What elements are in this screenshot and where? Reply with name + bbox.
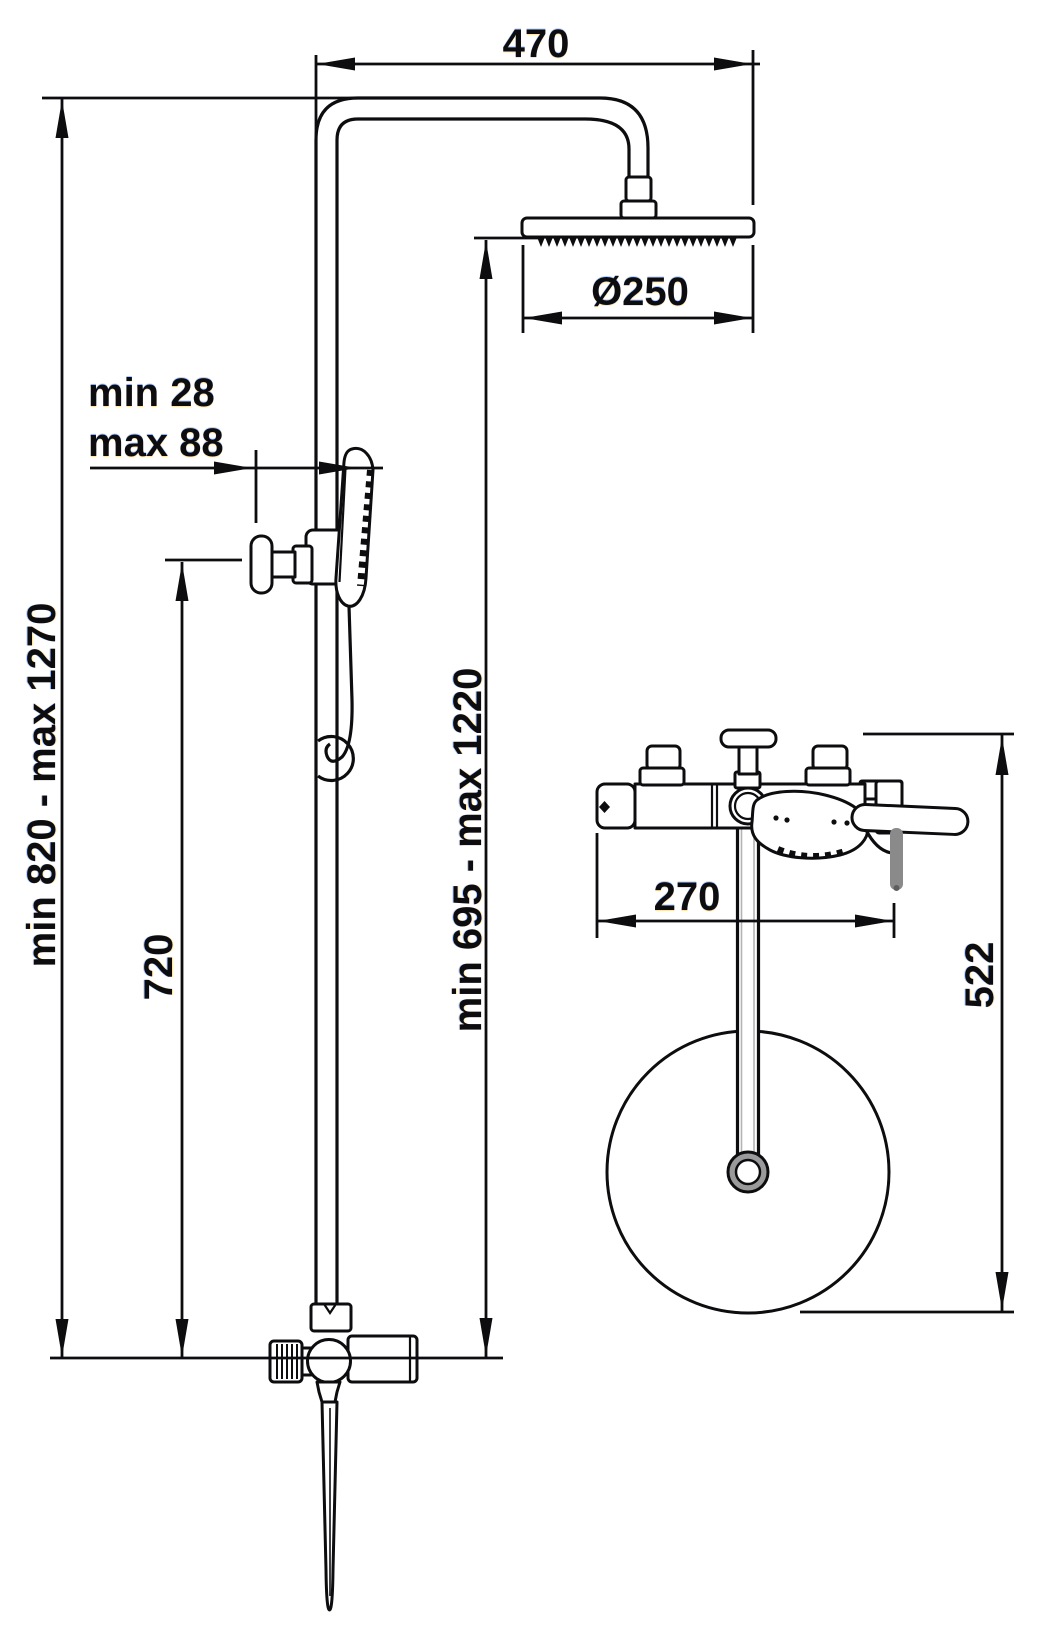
dimension-270: 270 xyxy=(595,833,896,938)
diverter-t-handle xyxy=(719,728,778,749)
arrowhead-left xyxy=(598,914,636,928)
cap-marker-diamond xyxy=(599,801,610,813)
arrowhead-down xyxy=(995,1272,1009,1310)
head-centre-connector xyxy=(726,1150,770,1194)
holder-curve xyxy=(864,829,893,855)
dimension-522: 522 xyxy=(800,732,1014,1314)
plan-view: 270 522 xyxy=(595,728,1014,1315)
hand-shower-handle-hose xyxy=(324,605,354,763)
dimension-720: 720 xyxy=(137,558,242,1358)
arrowhead-right xyxy=(214,461,252,475)
dim-label-720: 720 xyxy=(137,934,181,1001)
connector-inner xyxy=(734,1158,762,1186)
hand-shower-inner-line xyxy=(338,467,347,583)
arrowhead-left xyxy=(317,57,355,71)
head-nozzle-serration xyxy=(537,237,737,247)
arrowhead-left xyxy=(524,311,562,325)
hose-tip xyxy=(893,885,900,891)
arrowhead-down xyxy=(479,1318,493,1356)
slider-holder xyxy=(249,528,351,595)
hand-shower-hose-stub xyxy=(890,828,903,890)
arrowhead-down xyxy=(175,1319,189,1357)
arrowhead-down xyxy=(55,1319,69,1357)
hand-shower-serration-plan xyxy=(776,846,846,860)
dim-label-522: 522 xyxy=(958,942,1002,1009)
dim-label-470: 470 xyxy=(503,22,570,66)
right-union-collar xyxy=(804,766,852,787)
arrowhead-right xyxy=(855,914,893,928)
arrowhead-right xyxy=(319,461,357,475)
dim-label-270: 270 xyxy=(654,875,721,919)
mixer-front xyxy=(268,1302,419,1612)
arrowhead-right xyxy=(714,311,752,325)
clamp-arc xyxy=(317,734,355,783)
mixer-lower-collar xyxy=(315,1380,342,1404)
riser-pipe-and-arm xyxy=(314,96,650,1307)
left-union-knob xyxy=(645,744,682,772)
arrowhead-up xyxy=(479,241,493,279)
arrowhead-right xyxy=(714,57,752,71)
pipe-fill xyxy=(736,810,760,1170)
collar-notch xyxy=(323,1303,337,1315)
mixer-cartridge-circle xyxy=(306,1338,352,1384)
mixer-left-cap xyxy=(595,782,637,830)
dimension-column-height: min 820 - max 1270 xyxy=(20,96,358,1358)
arm-nut xyxy=(624,175,653,203)
dimension-head-height: min 695 - max 1220 xyxy=(446,236,540,1357)
dim-label-column-height: min 820 - max 1270 xyxy=(20,603,64,968)
arrowhead-up xyxy=(175,563,189,601)
right-union-knob xyxy=(811,744,849,772)
arrowhead-up xyxy=(995,737,1009,775)
dim-label-head-height: min 695 - max 1220 xyxy=(446,668,490,1033)
mixer-lever-handle xyxy=(850,803,970,836)
arm-pipe-plan xyxy=(735,806,761,1170)
spray-dots xyxy=(773,815,850,826)
dimension-head-diameter: Ø250 xyxy=(521,245,755,333)
head-plate xyxy=(520,216,756,239)
head-flange xyxy=(619,199,658,220)
column-collar xyxy=(309,1302,353,1333)
hand-shower-serration xyxy=(357,469,374,587)
hand-shower-front xyxy=(324,446,375,763)
hand-shower-plan xyxy=(750,789,970,891)
diverter-stem xyxy=(737,744,759,776)
knob-ridges xyxy=(276,1344,298,1379)
wall-bracket-clamp xyxy=(317,734,355,783)
knob-stem xyxy=(270,550,297,579)
dim-label-max88: max 88 xyxy=(88,421,224,465)
dimension-offset-28-88: min 28 max 88 xyxy=(88,371,383,523)
dim-label-min28: min 28 xyxy=(88,371,215,415)
dim-label-250: Ø250 xyxy=(591,270,689,314)
overhead-shower-head-front xyxy=(520,175,756,247)
arrowhead-up xyxy=(55,100,69,138)
pipe-inner-contour xyxy=(335,117,631,1307)
dimension-470: 470 xyxy=(314,22,760,205)
front-view: 470 Ø250 min 28 max 88 min 820 - max xyxy=(20,22,760,1612)
holder-knob xyxy=(249,534,274,595)
left-union-collar xyxy=(638,766,686,787)
pipe-outer-contour xyxy=(314,96,650,1307)
